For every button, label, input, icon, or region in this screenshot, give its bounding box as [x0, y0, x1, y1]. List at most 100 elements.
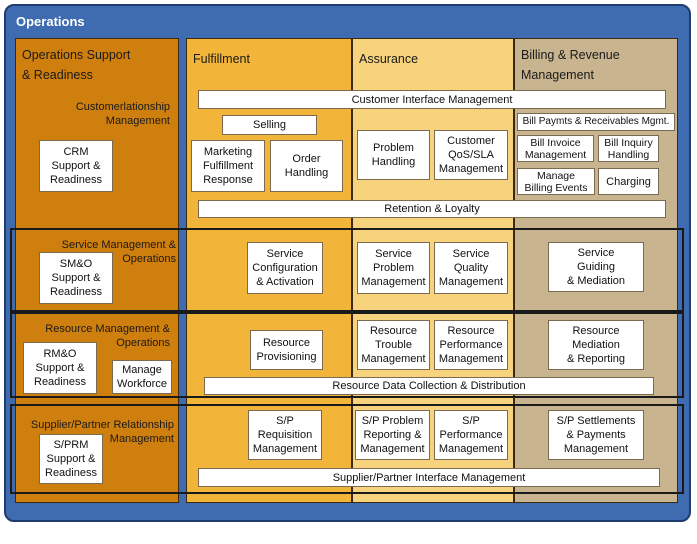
box-line: Marketing: [203, 146, 253, 158]
row-label-line: Resource Management &: [45, 323, 170, 335]
box-line: Service: [375, 248, 412, 260]
box-line: Billing Events: [524, 181, 588, 194]
box-retention[interactable]: Retention & Loyalty: [198, 200, 666, 218]
box-line: Configuration: [252, 262, 318, 274]
box-line: Handling: [371, 156, 416, 168]
box-line: Readiness: [50, 174, 102, 186]
box-charging[interactable]: Charging: [598, 168, 659, 195]
row-label-crm: Customerlationship Management: [20, 100, 170, 128]
box-smo-support[interactable]: SM&O Support & Readiness: [39, 252, 113, 304]
box-bill-payments[interactable]: Bill Paymts & Receivables Mgmt.: [517, 113, 675, 131]
box-line: Quality: [453, 262, 489, 274]
box-line: Bill Inquiry: [604, 136, 653, 149]
box-line: Service: [577, 247, 615, 259]
box-line: Management: [360, 443, 425, 455]
row-label-line: Supplier/Partner Relationship: [30, 419, 174, 431]
box-resource-data[interactable]: Resource Data Collection & Distribution: [204, 377, 654, 395]
box-line: & Reporting: [566, 353, 626, 365]
box-line: Management: [563, 443, 629, 455]
box-line: SM&O: [59, 258, 93, 270]
band-resource: [10, 312, 684, 398]
box-line: Management: [524, 148, 587, 161]
box-line: Handling: [284, 167, 329, 179]
column-title-line: Billing & Revenue: [521, 48, 620, 62]
box-crm-support[interactable]: CRM Support & Readiness: [39, 140, 113, 192]
box-line: Management: [361, 276, 426, 288]
box-line: Service: [452, 248, 490, 260]
box-line: Workforce: [117, 378, 167, 390]
box-line: Provisioning: [256, 351, 317, 363]
row-label-line: Management: [105, 115, 170, 127]
box-line: Performance: [439, 339, 503, 351]
box-line: Support &: [46, 453, 96, 465]
box-line: S/P Problem: [361, 415, 424, 427]
box-line: Bill Invoice: [530, 136, 581, 149]
box-line: Mediation: [572, 339, 620, 351]
column-title-operations-support: Operations Support & Readiness: [22, 45, 130, 85]
band-supplier: [10, 404, 684, 494]
box-line: & Mediation: [566, 275, 626, 287]
box-line: S/P: [462, 415, 480, 427]
row-label-line: Operations: [116, 337, 170, 349]
box-sp-interface[interactable]: Supplier/Partner Interface Management: [198, 468, 660, 487]
box-line: Readiness: [45, 467, 97, 479]
box-line: Support &: [35, 362, 85, 374]
box-sprm-support[interactable]: S/PRM Support & Readiness: [39, 434, 103, 484]
box-line: Performance: [439, 429, 503, 441]
box-line: Readiness: [50, 286, 102, 298]
column-title-billing: Billing & Revenue Management: [521, 45, 620, 85]
box-line: Customer: [447, 135, 495, 147]
row-label-line: Management: [109, 433, 174, 445]
row-label-supplier: Supplier/Partner Relationship Management: [20, 418, 174, 446]
column-title-line: Operations Support: [22, 48, 131, 62]
box-line: QoS/SLA: [448, 149, 494, 161]
box-line: CRM: [63, 146, 89, 158]
box-customer-interface[interactable]: Customer Interface Management: [198, 90, 666, 109]
row-label-resource: Resource Management & Operations: [20, 322, 170, 350]
box-line: Management: [438, 163, 504, 175]
box-line: Management: [252, 443, 318, 455]
row-label-service: Service Management & Operations: [20, 238, 176, 266]
column-title-line: & Readiness: [22, 68, 93, 82]
box-line: Support &: [51, 160, 101, 172]
box-line: & Payments: [566, 429, 626, 441]
box-line: Management: [438, 276, 504, 288]
box-line: Fulfillment: [202, 160, 254, 172]
column-title-assurance: Assurance: [359, 52, 419, 66]
box-line: Problem: [373, 142, 414, 154]
box-line: Manage: [537, 169, 575, 182]
row-label-line: Operations: [122, 253, 176, 265]
box-line: Management: [361, 353, 426, 365]
box-line: S/PRM: [53, 439, 89, 451]
box-line: Manage: [122, 364, 162, 376]
box-selling[interactable]: Selling: [222, 115, 317, 135]
row-label-line: Customerlationship: [75, 101, 170, 113]
box-line: Reporting &: [363, 429, 422, 441]
box-line: Support &: [51, 272, 101, 284]
box-line: Handling: [607, 148, 650, 161]
box-line: Management: [438, 443, 504, 455]
box-line: S/P Settlements: [556, 415, 636, 427]
box-line: Trouble: [375, 339, 412, 351]
